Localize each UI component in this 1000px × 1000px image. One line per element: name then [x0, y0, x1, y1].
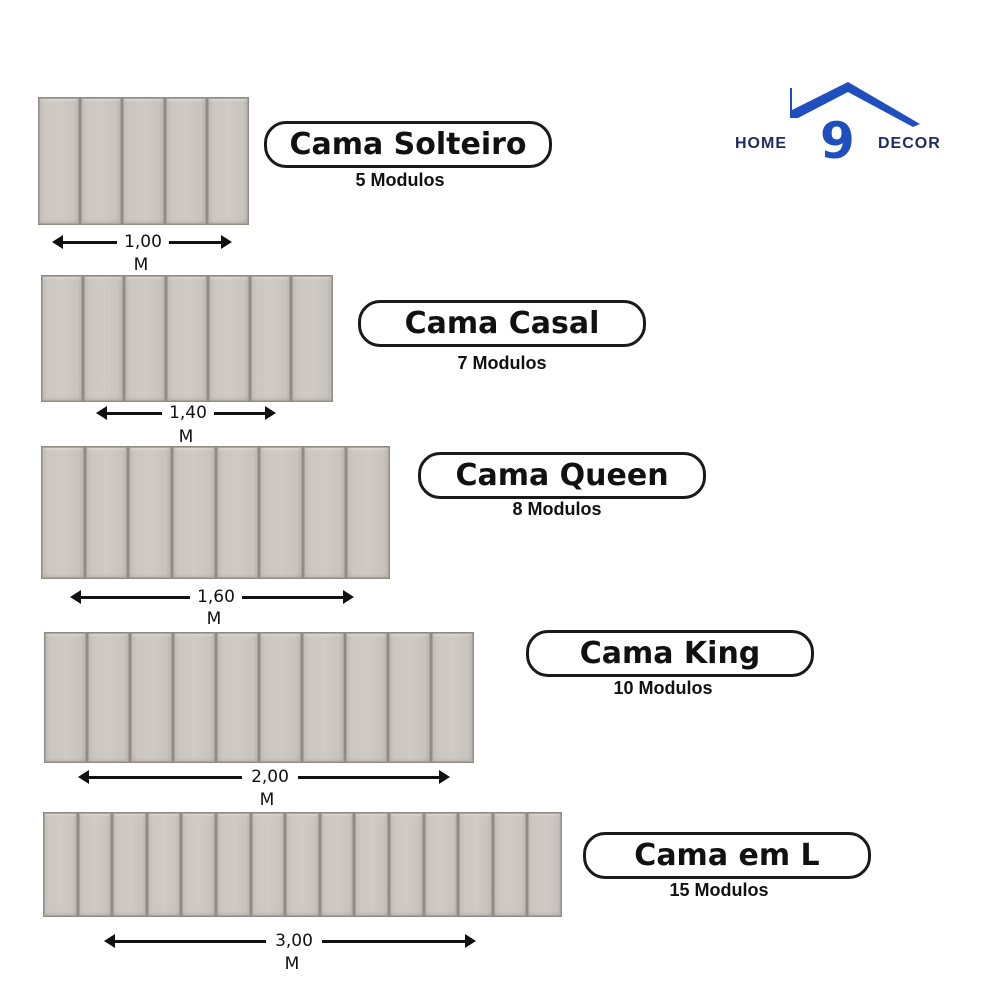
- logo-decor-text: DECOR: [878, 135, 941, 152]
- width-unit-king: M: [259, 790, 275, 810]
- width-unit-em-l: M: [284, 954, 300, 974]
- module-count-king: 10 Modulos: [613, 678, 713, 698]
- upholstered-module: [113, 813, 146, 916]
- headboard-panel-king: [44, 632, 474, 763]
- width-value-em-l: 3,00: [266, 932, 322, 950]
- upholstered-module: [260, 447, 302, 578]
- upholstered-module: [44, 813, 77, 916]
- headboard-panel-casal: [41, 275, 333, 402]
- bed-size-label-king: Cama King: [526, 630, 814, 677]
- upholstered-module: [208, 276, 249, 401]
- upholstered-module: [125, 276, 166, 401]
- bed-size-name: Cama Casal: [404, 306, 600, 341]
- width-value-queen: 1,60: [190, 588, 242, 606]
- upholstered-module: [216, 813, 250, 916]
- upholstered-module: [347, 447, 389, 578]
- upholstered-module: [250, 276, 291, 401]
- home9decor-logo: HOME 9 DECOR: [730, 80, 965, 175]
- module-count-queen: 8 Modulos: [512, 499, 602, 519]
- upholstered-module: [303, 633, 344, 762]
- upholstered-module: [292, 276, 333, 401]
- upholstered-module: [45, 633, 86, 762]
- upholstered-module: [83, 276, 124, 401]
- width-value-king: 2,00: [242, 768, 298, 786]
- bed-size-name: Cama em L: [634, 838, 820, 873]
- upholstered-module: [172, 447, 215, 578]
- upholstered-module: [131, 633, 172, 762]
- upholstered-module: [207, 98, 249, 224]
- upholstered-module: [78, 813, 112, 916]
- upholstered-module: [493, 813, 527, 916]
- upholstered-module: [216, 447, 259, 578]
- upholstered-module: [389, 813, 423, 916]
- headboard-panel-em-l: [43, 812, 562, 917]
- bed-size-name: Cama Queen: [455, 458, 669, 493]
- upholstered-module: [129, 447, 171, 578]
- upholstered-module: [42, 447, 84, 578]
- logo-nine-text: 9: [820, 112, 855, 170]
- upholstered-module: [303, 447, 346, 578]
- bed-size-label-em-l: Cama em L: [583, 832, 871, 879]
- upholstered-module: [182, 813, 215, 916]
- house-roof-icon: [790, 82, 920, 127]
- upholstered-module: [123, 98, 164, 224]
- bed-size-label-queen: Cama Queen: [418, 452, 706, 499]
- bed-size-label-solteiro: Cama Solteiro: [264, 121, 552, 168]
- upholstered-module: [174, 633, 215, 762]
- bed-size-name: Cama Solteiro: [289, 127, 527, 162]
- upholstered-module: [167, 276, 207, 401]
- width-value-solteiro: 1,00: [117, 233, 169, 251]
- logo-home-text: HOME: [735, 135, 787, 152]
- module-count-solteiro: 5 Modulos: [355, 170, 445, 190]
- headboard-panel-queen: [41, 446, 390, 579]
- upholstered-module: [165, 98, 206, 224]
- upholstered-module: [459, 813, 492, 916]
- headboard-panel-solteiro: [38, 97, 249, 225]
- upholstered-module: [85, 447, 128, 578]
- upholstered-module: [260, 633, 301, 762]
- upholstered-module: [528, 813, 561, 916]
- upholstered-module: [217, 633, 258, 762]
- upholstered-module: [355, 813, 388, 916]
- width-unit-casal: M: [178, 427, 194, 447]
- upholstered-module: [251, 813, 285, 916]
- upholstered-module: [346, 633, 387, 762]
- upholstered-module: [432, 633, 473, 762]
- module-count-casal: 7 Modulos: [457, 353, 547, 373]
- upholstered-module: [147, 813, 181, 916]
- module-count-em-l: 15 Modulos: [669, 880, 769, 900]
- upholstered-module: [88, 633, 129, 762]
- upholstered-module: [81, 98, 122, 224]
- bed-size-label-casal: Cama Casal: [358, 300, 646, 347]
- width-unit-solteiro: M: [133, 255, 149, 275]
- width-unit-queen: M: [206, 609, 222, 629]
- upholstered-module: [424, 813, 458, 916]
- width-value-casal: 1,40: [162, 404, 214, 422]
- upholstered-module: [286, 813, 319, 916]
- upholstered-module: [39, 98, 80, 224]
- upholstered-module: [42, 276, 82, 401]
- bed-size-name: Cama King: [579, 636, 761, 671]
- upholstered-module: [389, 633, 430, 762]
- upholstered-module: [320, 813, 354, 916]
